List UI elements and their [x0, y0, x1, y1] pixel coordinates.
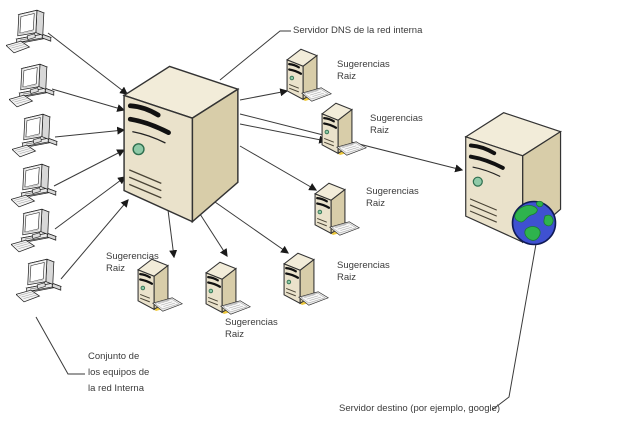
client-pc-icon	[12, 113, 58, 158]
arrow-client4-dns	[53, 149, 126, 187]
root-hint-label-line1: Sugerencias	[225, 317, 278, 328]
root-hint-label-line1: Sugerencias	[106, 251, 159, 262]
arrow-dns-root6	[199, 213, 228, 258]
root-hint-label-line2: Raiz	[337, 71, 357, 82]
root-hint-label: Sugerencias Raiz	[337, 59, 390, 83]
arrow-dns-root1	[239, 88, 289, 101]
root-hint-server-icon	[286, 48, 332, 102]
root-hint-server-icon	[321, 102, 367, 156]
root-hint-label-line1: Sugerencias	[337, 260, 390, 271]
client-pc-icon	[9, 63, 55, 108]
root-hint-label: Sugerencias Raiz	[370, 113, 423, 137]
client-pc-icon	[6, 9, 52, 54]
root-hint-label: Sugerencias Raiz	[366, 186, 419, 210]
client-pc-icon	[11, 163, 57, 208]
root-hint-server-icon	[314, 182, 360, 236]
leader-dns-label	[219, 30, 291, 81]
root-hint-label-line1: Sugerencias	[337, 59, 390, 70]
arrow-dns-root5	[167, 209, 178, 259]
root-hint-label: Sugerencias Raiz	[337, 260, 390, 284]
clients-group-label: Conjunto de los equipos de la red Intern…	[88, 349, 149, 397]
globe-icon	[511, 200, 557, 246]
leader-destination-label	[491, 243, 537, 411]
arrow-dns-root3	[239, 145, 318, 191]
arrow-client5-dns	[54, 176, 126, 230]
root-hint-label-line2: Raiz	[366, 198, 386, 209]
root-hint-server-icon	[137, 258, 183, 312]
root-hint-label-line2: Raiz	[106, 263, 126, 274]
arrow-client3-dns	[54, 126, 126, 138]
root-hint-server-icon	[283, 252, 329, 306]
arrow-dns-root4	[214, 201, 289, 254]
clients-group-label-line3: la red Interna	[88, 383, 144, 394]
arrow-client2-dns	[51, 88, 126, 112]
root-hint-server-icon	[205, 261, 251, 315]
arrow-dns-root2	[239, 123, 328, 144]
arrow-client6-dns	[60, 199, 129, 280]
clients-group-label-line2: los equipos de	[88, 367, 150, 378]
root-hint-label-line1: Sugerencias	[366, 186, 419, 197]
dns-server-label: Servidor DNS de la red interna	[293, 25, 423, 36]
dns-server-icon	[124, 66, 238, 221]
arrow-client1-dns	[47, 32, 128, 95]
clients-group-label-line1: Conjunto de	[88, 351, 140, 362]
client-pc-icon	[11, 208, 57, 253]
root-hint-label: Sugerencias Raiz	[225, 317, 278, 341]
root-hint-label: Sugerencias Raiz	[106, 251, 159, 275]
root-hint-label-line2: Raiz	[337, 272, 357, 283]
root-hint-label-line2: Raiz	[225, 329, 245, 340]
destination-server-label: Servidor destino (por ejemplo, google)	[339, 403, 501, 414]
client-pc-icon	[16, 258, 62, 303]
leader-clients-label	[35, 316, 85, 375]
root-hint-label-line2: Raiz	[370, 125, 390, 136]
root-hint-label-line1: Sugerencias	[370, 113, 423, 124]
